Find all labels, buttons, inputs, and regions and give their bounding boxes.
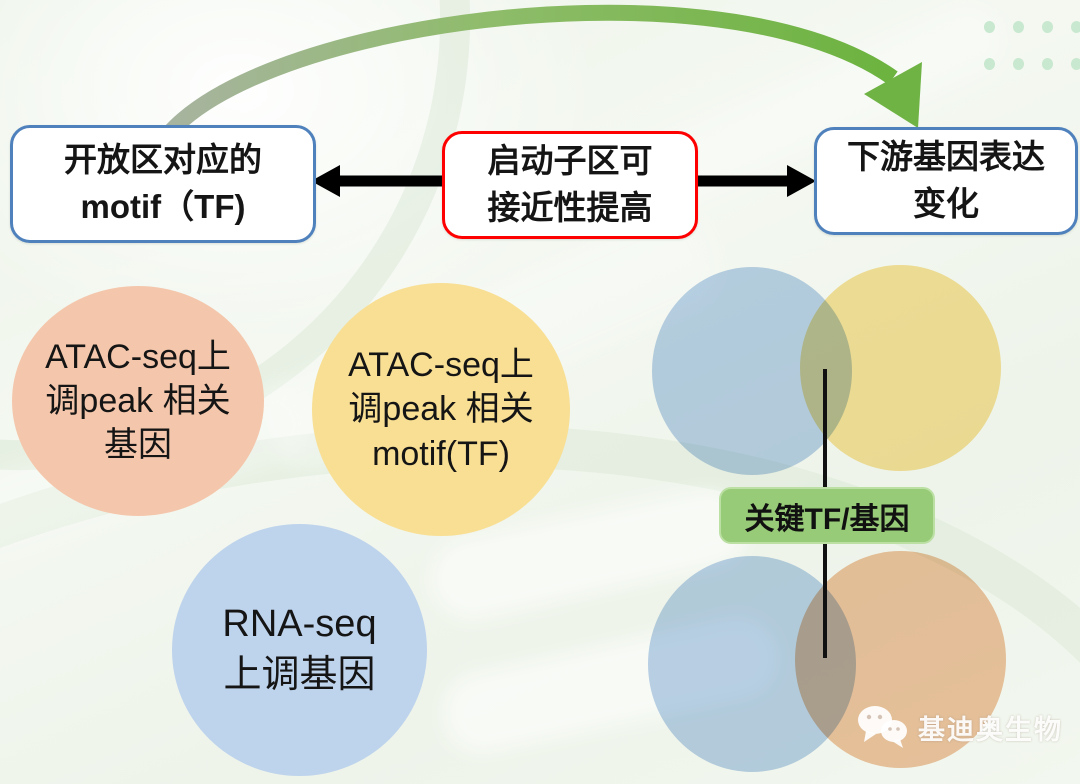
box-text-line: 接近性提高 bbox=[487, 189, 653, 226]
brand-name: 基迪奥生物 bbox=[918, 714, 1063, 745]
bubble-atac-peak-motif: ATAC-seq上 调peak 相关 motif(TF) bbox=[312, 283, 570, 536]
bubble-text-line: RNA-seq bbox=[222, 602, 377, 645]
green-dot bbox=[984, 21, 995, 33]
bubble-text-line: 调peak 相关 bbox=[348, 390, 534, 429]
bubble-text-line: 基因 bbox=[104, 426, 172, 465]
box-downstream-expression: 下游基因表达 变化 bbox=[814, 127, 1078, 235]
curved-feedback-arrow bbox=[142, 4, 898, 171]
box-open-region-motif: 开放区对应的 motif（TF) bbox=[10, 125, 316, 243]
brand-watermark: 基迪奥生物 bbox=[856, 704, 1063, 750]
box-text-line: 启动子区可 bbox=[487, 142, 653, 180]
wechat-icon bbox=[858, 706, 907, 748]
bubble-text-line: ATAC-seq上 bbox=[348, 346, 534, 385]
curved-arrow-head-icon bbox=[864, 62, 922, 128]
arrow-left-icon bbox=[311, 165, 443, 197]
box-text-line: 下游基因表达 bbox=[847, 138, 1045, 176]
key-tf-gene-label-text: 关键TF/基因 bbox=[744, 502, 910, 536]
bubble-text-line: ATAC-seq上 bbox=[45, 337, 231, 376]
key-tf-gene-label: 关键TF/基因 bbox=[719, 487, 935, 544]
box-text-line: 开放区对应的 bbox=[64, 141, 262, 179]
green-dot bbox=[1042, 21, 1053, 33]
bubble-atac-peak-genes: ATAC-seq上 调peak 相关 基因 bbox=[12, 286, 264, 516]
bubble-text-line: 调peak 相关 bbox=[45, 381, 231, 420]
bubble-rna-up-genes: RNA-seq 上调基因 bbox=[172, 524, 427, 776]
box-text-line: 变化 bbox=[913, 185, 979, 222]
box-text-line: motif（TF) bbox=[80, 188, 246, 225]
decorative-dot-grid bbox=[984, 21, 1080, 70]
green-dot bbox=[1071, 58, 1080, 70]
venn-top-yellow-circle bbox=[800, 265, 1001, 471]
green-dot bbox=[1013, 21, 1024, 33]
green-dot bbox=[1071, 21, 1080, 33]
green-dot bbox=[984, 58, 995, 70]
green-dot bbox=[1042, 58, 1053, 70]
bubble-text-line: motif(TF) bbox=[372, 434, 510, 473]
bubble-text-line: 上调基因 bbox=[223, 654, 376, 696]
box-promoter-accessibility: 启动子区可 接近性提高 bbox=[442, 131, 698, 239]
arrow-right-icon bbox=[683, 165, 816, 197]
green-dot bbox=[1013, 58, 1024, 70]
